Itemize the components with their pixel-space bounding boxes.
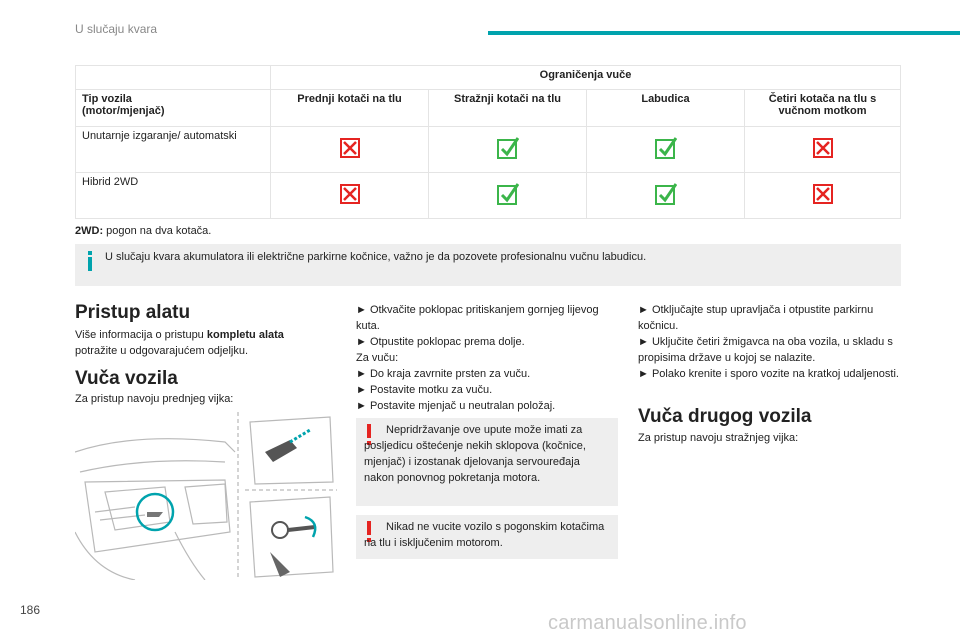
step-text: ► Uključite četiri žmigavca na oba vozil… [638,336,893,364]
note-2wd-term: 2WD: [75,225,104,237]
step-text: Za vuču: [356,352,399,364]
table-header-four-wheels: Četiri kotača na tlu s vučnom motkom [744,89,901,127]
table-header-rear-wheels: Stražnji kotači na tlu [428,89,587,127]
table-row: Unutarnje izgaranje/ automatski [75,126,901,173]
table-cell [428,126,587,173]
section-heading-pristup: Pristup alatu [75,302,191,323]
table-cell [744,126,901,173]
warning-box: Nikad ne vucite vozilo s pogonskim kotač… [356,515,618,559]
vehicle-type-sublabel: (motor/mjenjač) [82,105,165,117]
step-text: ► Otkvačite poklopac pritiskanjem gornje… [356,304,599,332]
step-text: ► Otpustite poklopac prema dolje. [356,336,525,348]
table-cell [270,172,429,219]
check-icon [654,137,677,159]
section-heading-vuca: Vuča vozila [75,368,178,389]
table-cell [270,126,429,173]
cross-icon [812,137,834,159]
table-cell [586,126,745,173]
table-header-vehicle-type: Tip vozila (motor/mjenjač) [75,89,271,127]
table-cell [428,172,587,219]
note-2wd: 2WD: pogon na dva kotača. [75,225,211,237]
info-icon [88,251,92,271]
row-label-hybrid-2wd: Hibrid 2WD [75,172,271,219]
info-box [75,244,901,286]
check-icon [496,183,519,205]
pristup-text: Više informacija o pristupu kompletu ala… [75,327,325,359]
table-cell [744,172,901,219]
table-corner-cell [75,65,271,90]
info-text: U slučaju kvara akumulatora ili električ… [105,251,647,263]
pristup-text-b: potražite u odgovarajućem odjeljku. [75,345,249,357]
front-tow-eye-illustration [75,412,337,580]
vuca-intro: Za pristup navoju prednjeg vijka: [75,393,234,405]
section-heading-vuca-drugog: Vuča drugog vozila [638,406,812,427]
step-text: ► Otključajte stup upravljača i otpustit… [638,304,874,332]
cross-icon [812,183,834,205]
cross-icon [339,183,361,205]
watermark: carmanualsonline.info [548,612,747,634]
vehicle-type-label: Tip vozila [82,93,132,105]
step-text: ► Polako krenite i sporo vozite na kratk… [638,368,899,380]
table-group-header: Ograničenja vuče [270,65,901,90]
table-cell [586,172,745,219]
warning-icon [367,521,371,542]
page-header-title: U slučaju kvara [75,22,158,36]
page-number: 186 [20,603,41,617]
towing-steps-column: ► Otkvačite poklopac pritiskanjem gornje… [356,302,618,414]
note-2wd-text: pogon na dva kotača. [103,225,212,237]
table-header-front-wheels: Prednji kotači na tlu [270,89,429,127]
check-icon [654,183,677,205]
vuca-drugog-intro: Za pristup navoju stražnjeg vijka: [638,432,799,444]
warning-text: Nepridržavanje ove upute može imati za p… [364,424,586,484]
towing-steps-column-2: ► Otključajte stup upravljača i otpustit… [638,302,903,382]
header-accent-bar [488,31,960,35]
row-label-ice-automatic: Unutarnje izgaranje/ automatski [75,126,271,173]
step-text: ► Postavite motku za vuču. [356,384,493,396]
pristup-text-a: Više informacija o pristupu [75,329,207,341]
table-row: Hibrid 2WD [75,172,901,219]
warning-box: Nepridržavanje ove upute može imati za p… [356,418,618,506]
warning-text: Nikad ne vucite vozilo s pogonskim kotač… [364,521,605,549]
pristup-text-bold: kompletu alata [206,329,284,341]
warning-icon [367,424,371,445]
table-header-tow-truck: Labudica [586,89,745,127]
step-text: ► Postavite mjenjač u neutralan položaj. [356,400,556,412]
cross-icon [339,137,361,159]
towing-limits-table: Ograničenja vuče Tip vozila (motor/mjenj… [75,65,901,219]
step-text: ► Do kraja zavrnite prsten za vuču. [356,368,531,380]
check-icon [496,137,519,159]
